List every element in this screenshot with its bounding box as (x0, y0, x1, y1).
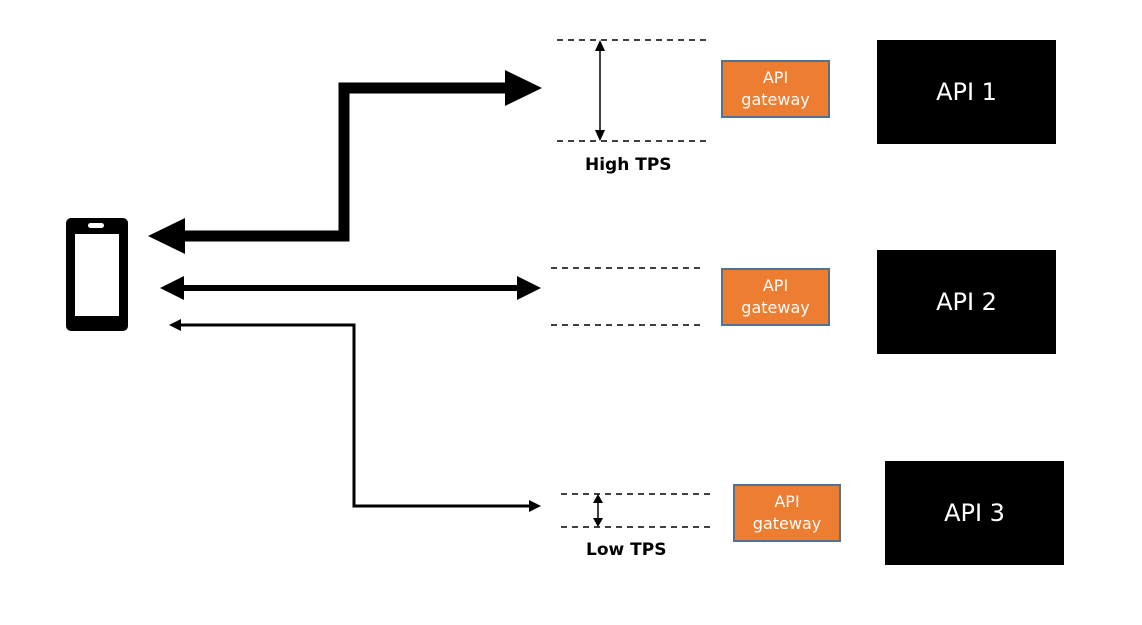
api-gateway-3-line1: API (774, 492, 800, 511)
low-tps-span-arrow (593, 494, 603, 527)
smartphone-icon (66, 218, 128, 331)
api-2-label: API 2 (936, 288, 997, 316)
api-gateway-2: API gateway (721, 268, 830, 326)
low-tps-label: Low TPS (586, 540, 667, 560)
high-tps-arrow (148, 70, 542, 254)
api-3-box: API 3 (885, 461, 1064, 565)
high-tps-span-arrow (595, 40, 605, 141)
medium-tps-dashed-lines (551, 267, 700, 326)
api-gateway-1-line2: gateway (741, 90, 810, 109)
api-1-box: API 1 (877, 40, 1056, 144)
api-gateway-3-line2: gateway (752, 514, 822, 533)
low-tps-dashed-lines (561, 493, 710, 528)
api-gateway-3: API gateway (733, 484, 841, 542)
low-tps-arrow (169, 319, 541, 512)
api-gateway-1: API gateway (721, 60, 830, 118)
api-3-label: API 3 (944, 499, 1005, 527)
high-tps-label: High TPS (585, 155, 672, 175)
api-gateway-2-line2: gateway (741, 298, 810, 317)
api-1-label: API 1 (936, 78, 997, 106)
api-2-box: API 2 (877, 250, 1056, 354)
medium-tps-arrow (160, 276, 541, 300)
api-gateway-1-line1: API (762, 68, 789, 87)
api-gateway-2-line1: API (762, 276, 789, 295)
high-tps-dashed-lines (557, 39, 710, 142)
